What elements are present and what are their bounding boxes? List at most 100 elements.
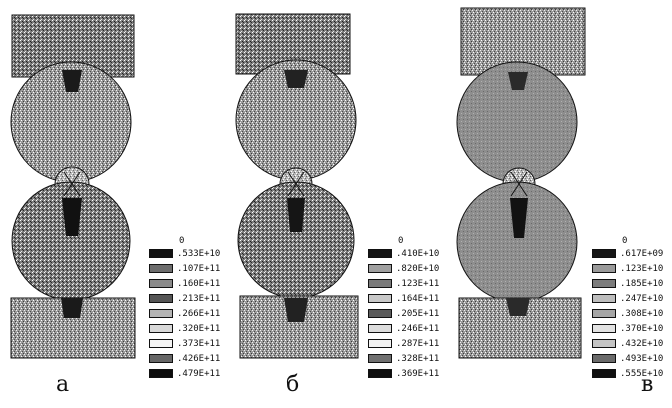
legend-swatch [149,309,173,318]
legend-value: .308E+10 [620,309,664,319]
legend-value: .247E+10 [620,294,664,304]
legend-swatch [368,309,392,318]
legend-row: .370E+10 [592,323,672,335]
panel-a-model [10,14,136,359]
legend-value: .164E+11 [396,294,440,304]
legend-swatch [592,294,616,303]
panel-b-model [235,13,359,359]
legend-row: .432E+10 [592,338,672,350]
legend-value: .426E+11 [177,354,221,364]
legend-swatch [368,369,392,378]
panel-c-stress-cone-lower [510,198,528,238]
legend-swatch [368,354,392,363]
legend-swatch [368,249,392,258]
legend-zero-label: 0 [398,236,404,246]
legend-row: .185E+10 [592,278,672,290]
legend-value: .369E+11 [396,369,440,379]
legend-swatch [368,264,392,273]
panel-a-stress-zone-top [62,70,82,92]
legend-value: .107E+11 [177,264,221,274]
legend-row: .369E+11 [368,368,468,380]
legend-swatch [592,369,616,378]
panel-a-stress-zone-bottom [61,298,83,318]
legend-swatch [592,249,616,258]
legend-row: .123E+10 [592,263,672,275]
legend-value: .479E+11 [177,369,221,379]
legend-swatch [149,294,173,303]
legend-swatch [368,324,392,333]
legend-swatch [149,264,173,273]
panel-a-stress-cone-lower [62,198,82,236]
legend-row: .247E+10 [592,293,672,305]
legend-value: .820E+10 [396,264,440,274]
legend-row: .205E+11 [368,308,468,320]
legend-row: .328E+11 [368,353,468,365]
legend-swatch [368,294,392,303]
legend-swatch [368,279,392,288]
panel-c-contact-lines [510,171,528,197]
legend-value: .213E+11 [177,294,221,304]
legend-row: .213E+11 [149,293,249,305]
legend-value: .533E+10 [177,249,221,259]
legend-swatch [149,324,173,333]
legend-row: .308E+10 [592,308,672,320]
panel-a-contact-lines [63,171,81,197]
panel-b-stress-zone-top [284,70,308,88]
legend-value: .123E+11 [396,279,440,289]
legend-row: .160E+11 [149,278,249,290]
panel-c-label: в [641,372,654,397]
panel-b-label: б [286,372,300,397]
legend-row: .266E+11 [149,308,249,320]
legend-swatch [592,279,616,288]
legend-value: .205E+11 [396,309,440,319]
panel-b-contact-lines [287,171,305,197]
legend-swatch [149,354,173,363]
legend-value: .617E+09 [620,249,664,259]
legend-row: .493E+10 [592,353,672,365]
legend-swatch [368,339,392,348]
legend-swatch [149,279,173,288]
legend-swatch [149,369,173,378]
legend-row: .246E+11 [368,323,468,335]
legend-row: .123E+11 [368,278,468,290]
legend-zero-label: 0 [622,236,628,246]
legend-value: .123E+10 [620,264,664,274]
legend-row: .479E+11 [149,368,249,380]
panel-b-stress-zone-bottom [284,298,308,322]
legend-value: .266E+11 [177,309,221,319]
legend-row: .320E+11 [149,323,249,335]
legend-value: .160E+11 [177,279,221,289]
legend-row: .107E+11 [149,263,249,275]
legend-row: .533E+10 [149,248,249,260]
legend-row: .287E+11 [368,338,468,350]
legend-value: .370E+10 [620,324,664,334]
legend-swatch [149,339,173,348]
legend-swatch [592,324,616,333]
legend-value: .555E+10 [620,369,664,379]
legend-value: .493E+10 [620,354,664,364]
legend-row: .820E+10 [368,263,468,275]
legend-value: .410E+10 [396,249,440,259]
legend-swatch [592,339,616,348]
legend-value: .287E+11 [396,339,440,349]
legend-row: .617E+09 [592,248,672,260]
legend-value: .432E+10 [620,339,664,349]
legend-value: .328E+11 [396,354,440,364]
legend-row: .426E+11 [149,353,249,365]
legend-row: .410E+10 [368,248,468,260]
legend-row: .164E+11 [368,293,468,305]
legend-value: .373E+11 [177,339,221,349]
panel-c-model [456,7,586,359]
legend-row: .555E+10 [592,368,672,380]
legend-value: .185E+10 [620,279,664,289]
panel-b-stress-cone-lower [287,198,305,232]
legend-swatch [149,249,173,258]
legend-row: .373E+11 [149,338,249,350]
legend-value: .246E+11 [396,324,440,334]
panel-c-stress-zone-bottom [506,298,530,316]
panel-c-stress-zone-top [508,72,528,90]
legend-swatch [592,264,616,273]
legend-swatch [592,309,616,318]
legend-value: .320E+11 [177,324,221,334]
